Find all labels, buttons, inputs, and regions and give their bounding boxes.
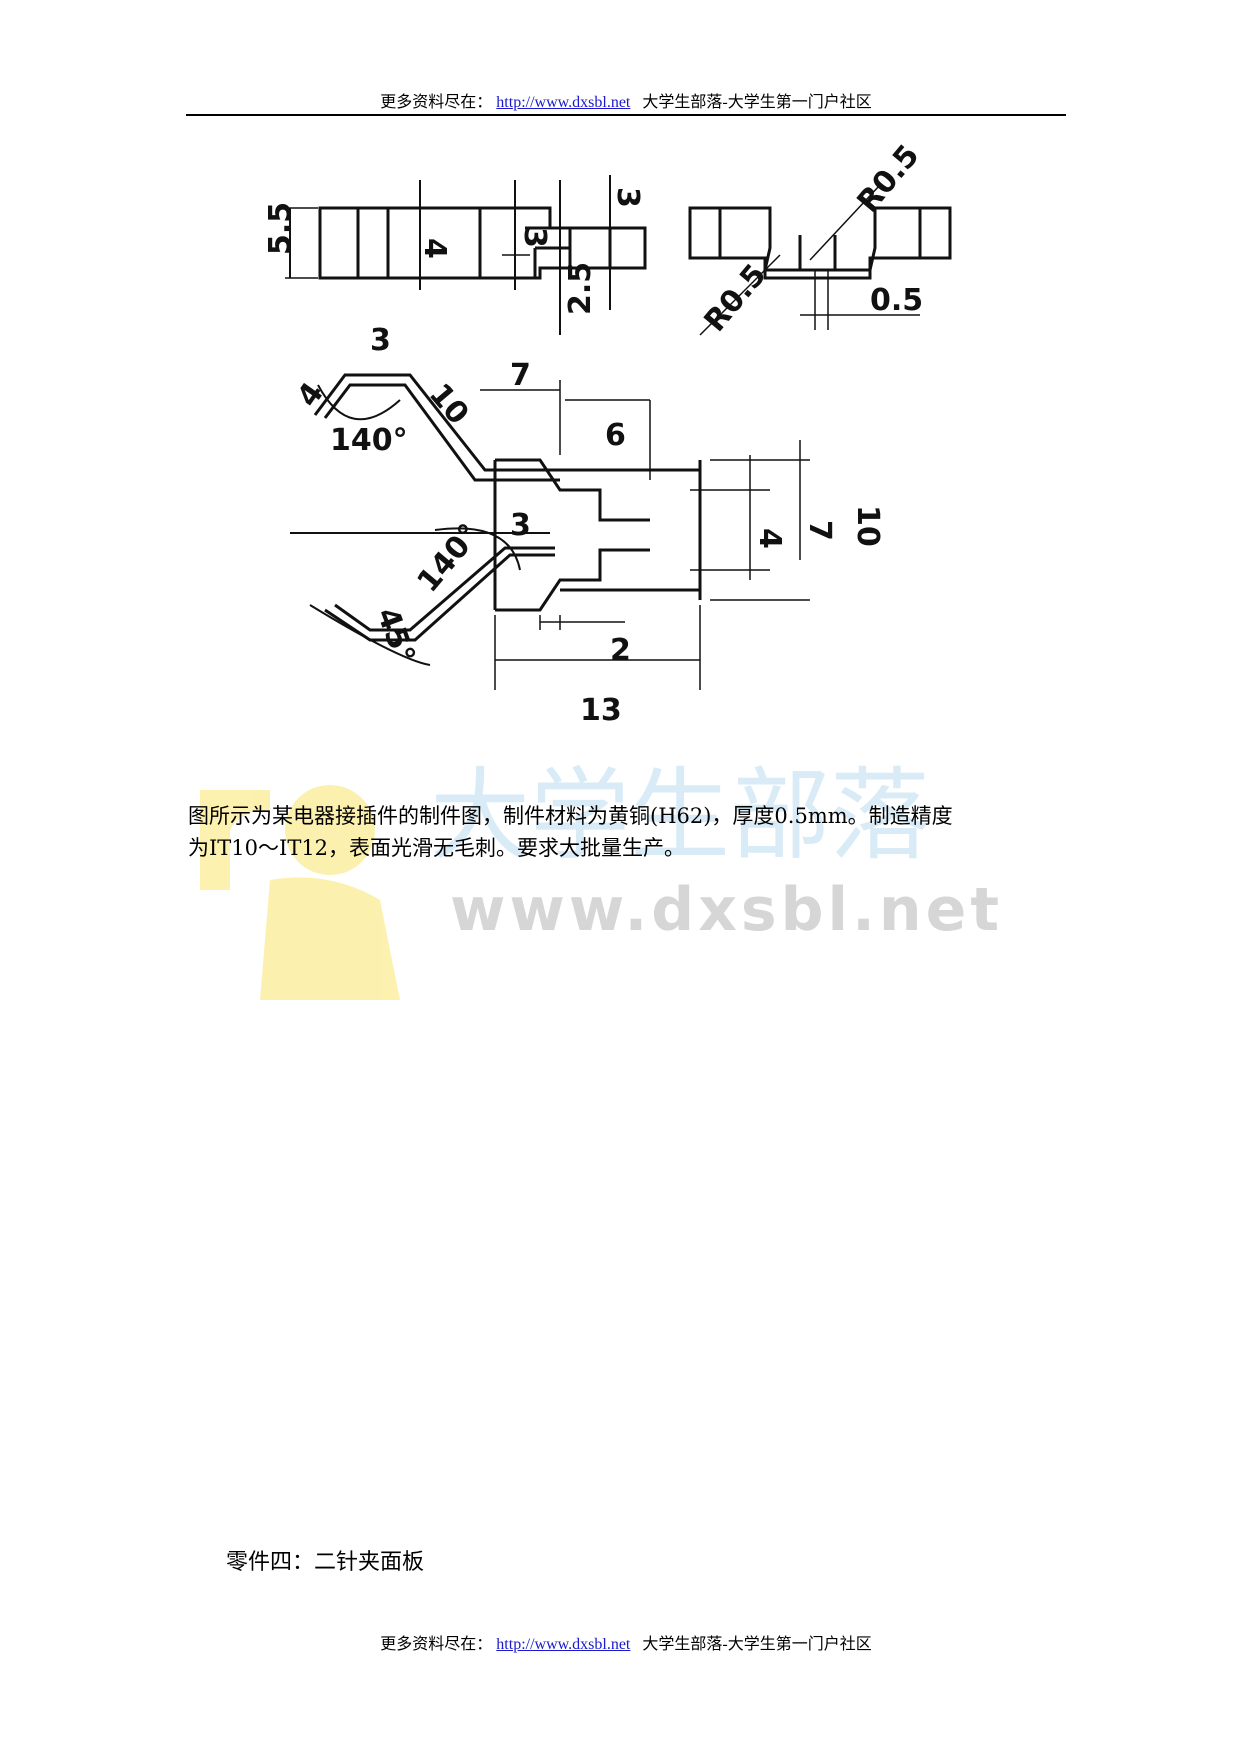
arc-45 [309, 604, 431, 666]
footer-link[interactable]: http://www.dxsbl.net [496, 1636, 631, 1653]
technical-drawing: 5.5 4 3 3 2.5 R0.5 R0.5 0.5 4 3 10 140° … [263, 138, 952, 728]
section-title: 零件四：二针夹面板 [226, 1550, 425, 1575]
dim-2: 2 [610, 633, 631, 668]
section-view [688, 184, 952, 336]
header-suffix: 大学生部落-大学生第一门户社区 [642, 94, 872, 111]
arc-140-top [317, 384, 401, 421]
body-outline [560, 460, 702, 600]
dim-6: 6 [605, 418, 626, 453]
dim-3-mid: 3 [510, 508, 531, 543]
dim-2-5: 2.5 [563, 262, 598, 315]
footer-suffix: 大学生部落-大学生第一门户社区 [642, 1636, 872, 1653]
watermark-figure-body [260, 877, 400, 1000]
angle-140-top: 140° [330, 423, 408, 458]
dim-3-b: 3 [610, 187, 645, 208]
top-view [285, 175, 647, 335]
description-paragraph: 图所示为某电器接插件的制件图，制件材料为黄铜(H62)，厚度0.5mm。制造精度… [188, 800, 1068, 864]
dim-7-top: 7 [510, 358, 531, 393]
paragraph-line: 图所示为某电器接插件的制件图，制件材料为黄铜(H62)，厚度0.5mm。制造精度 [188, 804, 953, 828]
dim-4-top: 4 [417, 238, 452, 259]
page-header: 更多资料尽在： http://www.dxsbl.net 大学生部落-大学生第一… [186, 88, 1066, 112]
dim-7-right: 7 [802, 520, 837, 541]
dim-line [809, 184, 881, 261]
watermark-brand: 大学生部落 [430, 757, 930, 874]
main-view [290, 373, 810, 690]
dim-5-5: 5.5 [263, 202, 298, 255]
section-view-outline [688, 206, 952, 280]
dim-r05-a: R0.5 [698, 258, 774, 339]
upper-arm-inner [323, 383, 560, 482]
dim-3-side: 3 [370, 323, 391, 358]
lower-arm [324, 546, 555, 642]
paragraph-line: 为IT10～IT12，表面光滑无毛刺。要求大批量生产。 [188, 836, 686, 860]
watermark-figure-shape [200, 790, 270, 890]
dim-13: 13 [580, 693, 622, 728]
top-view-outline [318, 206, 647, 280]
watermark-figure-head [285, 785, 375, 875]
watermark-figure [200, 785, 400, 1000]
dim-4-right: 4 [752, 528, 787, 549]
dim-line [699, 254, 781, 336]
dim-10-side: 10 [422, 377, 476, 431]
dim-10-right: 10 [850, 505, 885, 547]
header-rule [186, 114, 1066, 116]
header-link[interactable]: http://www.dxsbl.net [496, 94, 631, 111]
watermark-url: www.dxsbl.net [450, 875, 1003, 945]
footer-prefix: 更多资料尽在： [380, 1636, 493, 1653]
upper-arm [313, 373, 560, 472]
angle-45: 45° [369, 603, 421, 668]
dim-0-5: 0.5 [870, 283, 923, 318]
dim-4-side: 4 [290, 376, 331, 413]
header-prefix: 更多资料尽在： [380, 94, 493, 111]
watermark: 大学生部落 www.dxsbl.net [200, 757, 1003, 1000]
page-footer: 更多资料尽在： http://www.dxsbl.net 大学生部落-大学生第一… [186, 1630, 1066, 1654]
dim-3-a: 3 [517, 227, 552, 248]
arc-140 [434, 527, 521, 571]
